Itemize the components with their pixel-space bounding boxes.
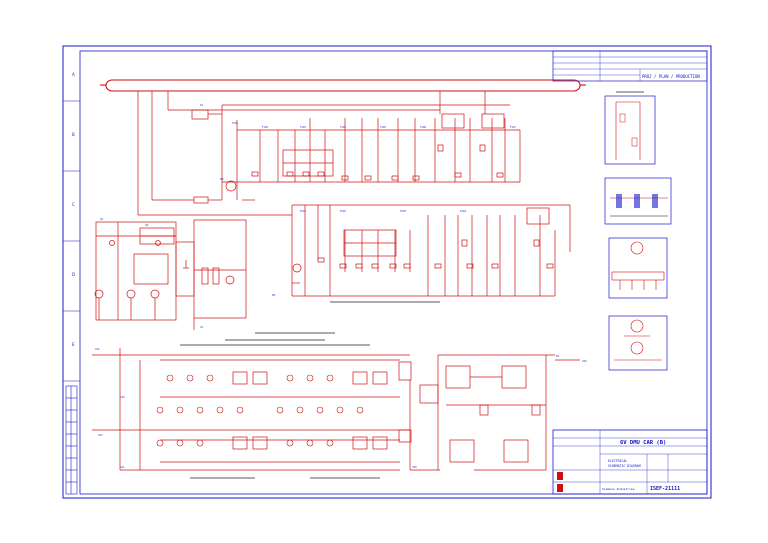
svg-text:A: A: [72, 72, 75, 77]
lower-distribution: [92, 348, 580, 471]
svg-text:A10: A10: [120, 396, 125, 399]
transistor-row-upper: [156, 374, 364, 414]
svg-text:C: C: [72, 202, 75, 207]
zone-letters: A B C D E: [72, 72, 75, 347]
svg-text:K1: K1: [200, 104, 204, 107]
svg-text:X30: X30: [412, 466, 417, 469]
svg-text:X12: X12: [98, 434, 103, 437]
detail-panel-1: [604, 95, 656, 165]
svg-text:F204: F204: [460, 210, 466, 213]
subtitle-line-2: SCHEMATIC DIAGRAM: [608, 464, 641, 468]
svg-text:F201: F201: [300, 210, 306, 213]
svg-text:E: E: [72, 342, 75, 347]
drawing-number: ISEF-21111: [650, 486, 680, 492]
svg-text:F203: F203: [400, 210, 406, 213]
svg-text:D: D: [72, 272, 75, 277]
svg-text:F103: F103: [300, 126, 306, 129]
left-converter-circuit: [94, 219, 247, 330]
main-bus-loop: [100, 79, 586, 92]
middle-circuit: [138, 204, 571, 297]
svg-text:X11: X11: [95, 348, 100, 351]
subtitle-line-1: ELECTRICAL: [608, 459, 627, 463]
svg-text:F202: F202: [340, 210, 346, 213]
left-zone-marks: [63, 100, 80, 495]
company-name: Siemens Industries: [602, 487, 635, 491]
section-underlines: [180, 91, 644, 479]
svg-text:B: B: [72, 132, 75, 137]
svg-text:F107: F107: [510, 126, 516, 129]
svg-text:M2: M2: [220, 178, 224, 181]
detail-panel-4: [608, 315, 668, 371]
svg-text:Q2: Q2: [145, 224, 149, 227]
svg-text:F106: F106: [420, 126, 426, 129]
svg-text:A11: A11: [120, 466, 125, 469]
svg-text:F105: F105: [380, 126, 386, 129]
header-text: PROJ / PLAN / PRODUCTION: [642, 74, 700, 79]
svg-text:X20: X20: [582, 360, 587, 363]
svg-text:F104: F104: [340, 126, 346, 129]
svg-text:Q1: Q1: [100, 218, 104, 221]
revision-block: PROJ / PLAN / PRODUCTION: [552, 50, 708, 82]
svg-text:X1: X1: [200, 326, 204, 329]
detail-panel-3: [608, 237, 668, 299]
transistor-row-lower: [156, 439, 334, 447]
svg-text:F101: F101: [232, 122, 238, 125]
drawing-frame: [62, 45, 712, 499]
svg-text:M1: M1: [272, 294, 276, 297]
title-block: 6V DMU CAR (B) ELECTRICAL SCHEMATIC DIAG…: [552, 429, 708, 495]
upper-circuit: [137, 91, 521, 215]
detail-panel-2: [604, 177, 672, 225]
svg-text:F102: F102: [262, 126, 268, 129]
svg-text:B1: B1: [556, 355, 560, 358]
drawing-title: 6V DMU CAR (B): [620, 440, 666, 446]
